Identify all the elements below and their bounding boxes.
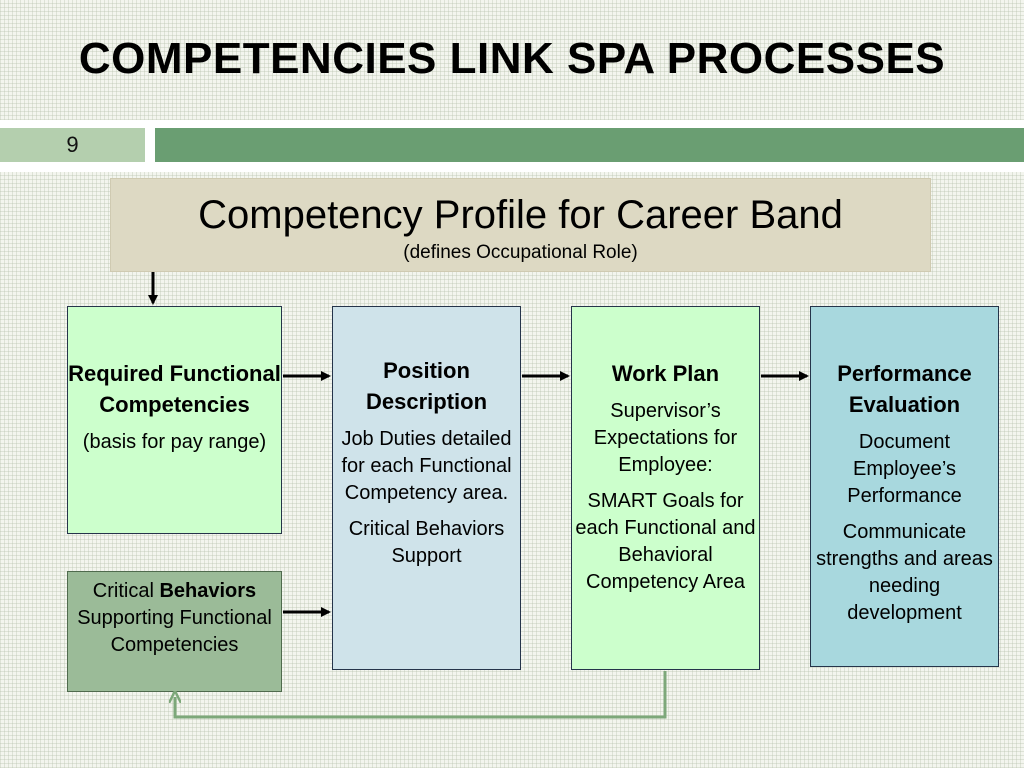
work-plan-box: Work Plan Supervisor’s Expectations for … [571,306,760,670]
work-plan-expectations: Supervisor’s Expectations for Employee: [593,400,738,476]
position-description-heading: Position Description [365,358,488,414]
work-plan-goals: SMART Goals for each Functional and Beha… [575,490,756,593]
profile-subtitle: (defines Occupational Role) [403,242,638,263]
performance-evaluation-document: Document Employee’s Performance [847,431,962,507]
competency-profile-box: Competency Profile for Career Band (defi… [110,178,931,272]
required-functional-heading: Required Functional Competencies [68,361,281,417]
critical-behaviors-bold: Behaviors [159,580,257,602]
required-functional-competencies-box: Required Functional Competencies (basis … [67,306,282,534]
header-accent-bar [155,128,1024,162]
position-description-duties: Job Duties detailed for each Functional … [341,428,512,504]
performance-evaluation-communicate: Communicate strengths and areas needing … [816,521,993,624]
slide-title: COMPETENCIES LINK SPA PROCESSES [78,34,946,83]
position-description-box: Position Description Job Duties detailed… [332,306,521,670]
position-description-behaviors: Critical Behaviors Support [348,518,505,567]
critical-behaviors-prefix: Critical [92,580,160,602]
critical-behaviors-box: Critical Behaviors Supporting Functional… [67,571,282,692]
work-plan-heading: Work Plan [611,361,720,386]
slide-number: 9 [0,128,145,162]
performance-evaluation-heading: Performance Evaluation [837,361,972,417]
critical-behaviors-rest: Supporting Functional Competencies [77,607,272,656]
profile-title: Competency Profile for Career Band [198,193,843,237]
required-functional-note: (basis for pay range) [82,431,267,453]
performance-evaluation-box: Performance Evaluation Document Employee… [810,306,999,667]
